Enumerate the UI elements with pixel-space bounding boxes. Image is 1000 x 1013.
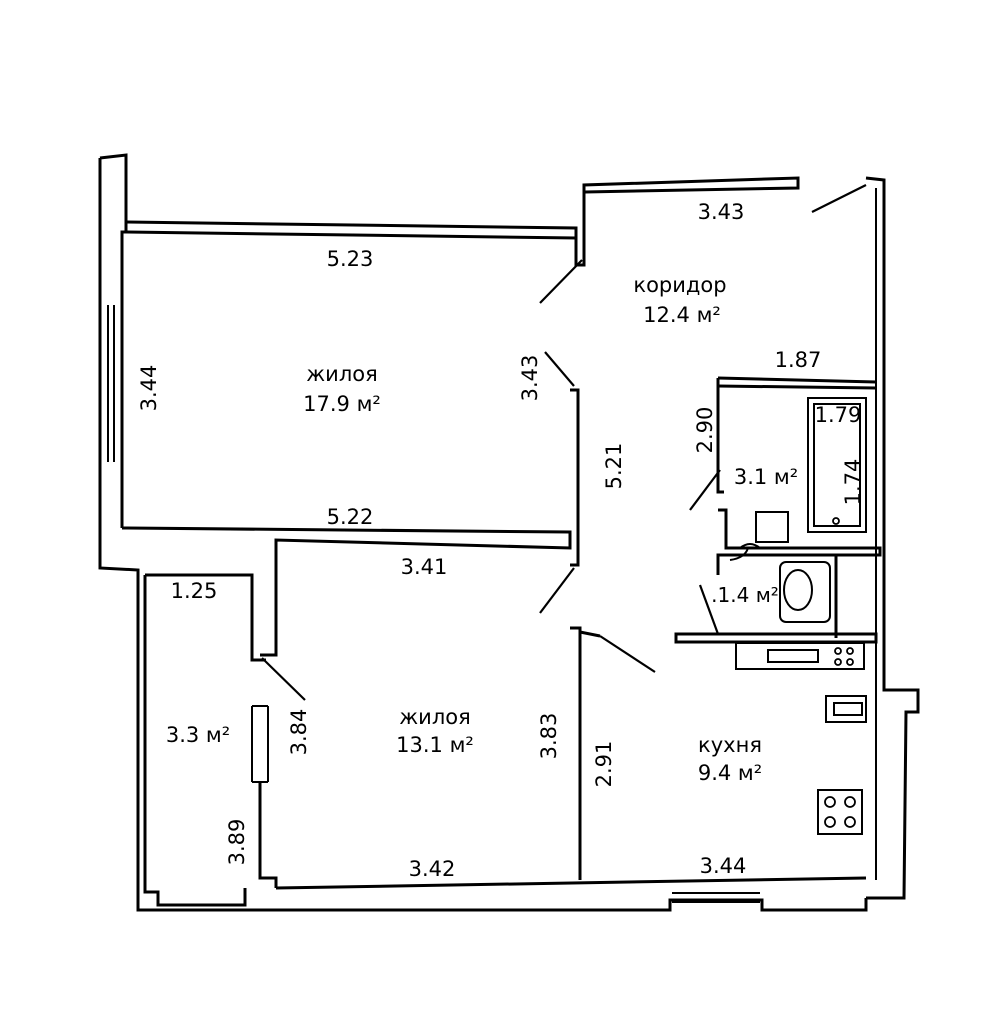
dim-living1-left: 3.44 [137,365,161,412]
dim-living1-bottom: 5.22 [327,505,374,529]
window-left [107,305,115,462]
kitchen-window [672,892,760,903]
dim-kitchen-bottom: 3.44 [700,854,747,878]
dim-bathtub-width: 1.74 [841,459,865,506]
doors [261,184,867,701]
kitchen-wall-sink-icon [825,695,867,723]
corridor-area: 12.4 м² [643,303,721,327]
right-outer-wall [865,176,920,900]
door-living1-swing [544,351,575,387]
balcony-right-wall [258,782,278,888]
door-toilet [698,584,720,635]
dim-bath-top: 1.87 [775,348,822,372]
dim-living2-bottom: 3.42 [409,857,456,881]
dim-living2-top: 3.41 [401,555,448,579]
burner-icon [834,647,842,655]
kitchen-wall-sink-bowl [833,702,863,716]
door-bathroom [689,469,721,511]
dim-living1-right: 3.43 [518,355,542,402]
dim-bath-left: 2.90 [693,407,717,454]
bathtub-icon [807,397,867,533]
burner-icon [824,816,836,828]
corridor-name: коридор [633,273,726,297]
kitchen-area: 9.4 м² [698,761,762,785]
dim-corridor-top: 3.43 [698,200,745,224]
balcony-area: 3.3 м² [166,723,230,747]
kitchen-name: кухня [698,733,762,757]
living1-top-wall [125,220,578,240]
dim-corridor-right-wall: 5.21 [602,443,626,490]
bottom-inner-wall [275,876,867,890]
washbasin-icon [755,511,789,543]
bath-left-wall [716,378,724,494]
bathroom-area: 3.1 м² [734,465,798,489]
burner-icon [846,658,854,666]
bath-bottom-wall [716,508,882,575]
washbasin-tap [739,543,761,549]
fixtures [729,397,867,835]
toilet-bottom-wall [674,632,878,644]
burner-icon [844,816,856,828]
toilet-area: .1.4 м² [711,583,779,607]
living1-name: жилоя [306,362,377,386]
living1-right-wall [570,388,580,548]
burner-icon [844,796,856,808]
kitchen-counter-icon [735,642,865,670]
bathtub-drain-icon [832,517,840,525]
kitchen-sink-icon [767,649,819,663]
corridor-top-wall [574,176,800,267]
door-living1 [539,259,583,304]
dim-living2-right: 3.83 [537,713,561,760]
living1-right-wall-stub [570,548,580,567]
bathtub-inner [813,403,861,527]
walls [98,153,920,912]
balcony-window [251,705,269,783]
living2-area: 13.1 м² [396,733,474,757]
balcony-outline [143,575,247,907]
living1-bottom-wall [121,526,572,657]
living2-name: жилоя [399,705,470,729]
dim-kitchen-left: 2.91 [592,741,616,788]
living2-right-wall [570,626,582,880]
room-labels: жилоя 17.9 м² коридор 12.4 м² жилоя 13.1… [166,273,798,785]
bath-top-wall [717,376,877,390]
dim-balcony-left: 3.89 [225,819,249,866]
burner-icon [824,796,836,808]
living1-area: 17.9 м² [303,392,381,416]
kitchen-door-jamb [579,630,601,638]
toilet-icon [779,561,831,623]
left-outer-wall-lower [98,158,158,912]
burner-icon [834,658,842,666]
dim-bathtub-length: 1.79 [815,403,862,427]
door-balcony [261,657,306,701]
toilet-bowl [783,569,813,611]
dim-balcony-top: 1.25 [171,579,218,603]
burner-icon [846,647,854,655]
toilet-sink-arc [729,547,749,561]
bottom-outer-wall [138,898,868,912]
dim-living2-left: 3.84 [287,709,311,756]
dimension-labels: 5.23 5.22 3.44 3.43 3.43 5.21 3.41 3.42 … [137,200,865,881]
door-living2 [539,567,575,614]
stove-icon [817,789,863,835]
door-entrance [811,184,867,213]
balcony-inner-wall [145,573,266,662]
dim-living1-top: 5.23 [327,247,374,271]
door-kitchen [599,635,656,673]
